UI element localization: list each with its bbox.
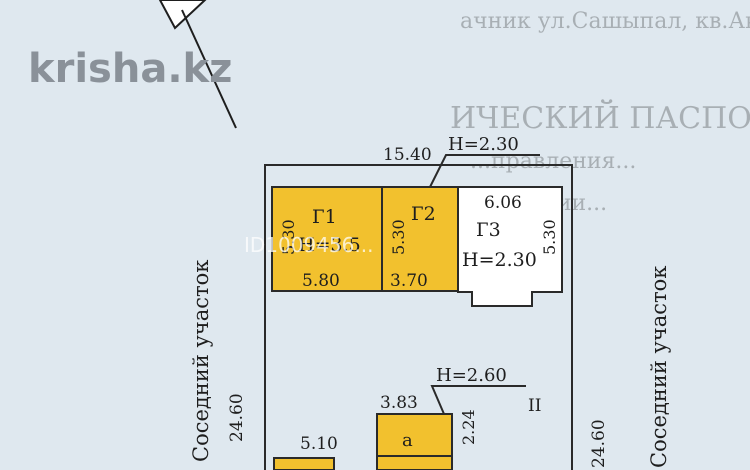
room-g3-depth: 5.30	[540, 219, 559, 255]
room-g3-height: H=2.30	[462, 249, 537, 271]
krisha-watermark: krisha.kz	[28, 46, 232, 92]
id-watermark: ID1009456...	[244, 233, 373, 257]
neighbor-left-label: Соседний участок	[189, 260, 213, 462]
room-g3	[457, 186, 563, 307]
room-a-lower	[376, 455, 453, 470]
annex-height-leader	[430, 385, 526, 415]
room-a-depth: 2.24	[459, 409, 478, 445]
room-g2-depth: 5.30	[389, 219, 408, 255]
room-g1-width: 5.80	[302, 271, 340, 291]
bg-text-line3: ...правления...	[470, 149, 636, 174]
room-g2-name: Г2	[411, 203, 436, 225]
room-g1-depth: 5.30	[279, 219, 298, 255]
room-a	[376, 413, 453, 457]
marker-ii: II	[528, 396, 541, 416]
plot-length-right: 24.60	[589, 419, 609, 468]
top-height-label: H=2.30	[448, 134, 519, 155]
top-height-leader	[429, 154, 540, 188]
main-house-fragment	[273, 457, 335, 470]
bg-text-line1: ачник ул.Сашыпал, кв.Аккаргы	[460, 9, 750, 34]
plot-boundary	[264, 164, 573, 470]
room-a-name: а	[402, 430, 413, 451]
plot-length-left: 24.60	[227, 393, 247, 442]
room-a-width: 3.83	[380, 393, 418, 413]
background-text: ачник ул.Сашыпал, кв.Аккаргы ИЧЕСКИЙ ПАС…	[450, 9, 750, 216]
room-g3-name: Г3	[476, 219, 501, 241]
top-width-label: 15.40	[383, 145, 432, 165]
neighbor-right-label: Соседний участок	[647, 266, 671, 468]
room-a-height: H=2.60	[436, 365, 507, 386]
north-arrow-icon	[158, 0, 237, 129]
bg-text-line2: ИЧЕСКИЙ ПАСПОРТ (Ф-1)	[450, 99, 750, 136]
room-g1-name: Г1	[312, 206, 337, 228]
room-g2	[381, 186, 459, 292]
house-width-label: 5.10	[300, 434, 338, 454]
room-g2-width: 3.70	[390, 271, 428, 291]
room-g3-width: 6.06	[484, 193, 522, 213]
room-g1-height: H=3.5	[298, 234, 361, 256]
